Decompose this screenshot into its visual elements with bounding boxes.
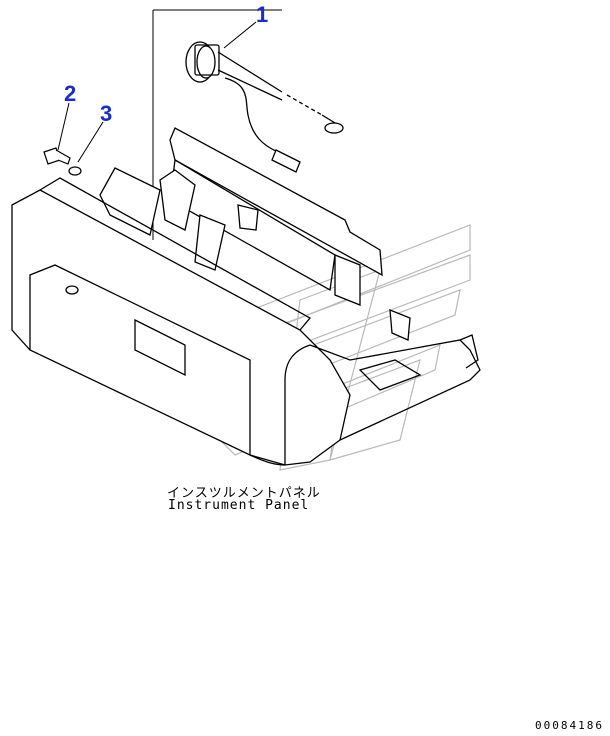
callout-1: 1 bbox=[256, 2, 268, 27]
connector-harness bbox=[185, 41, 344, 173]
washer-part bbox=[68, 166, 82, 176]
caption-english: Instrument Panel bbox=[168, 498, 310, 513]
bolt-part bbox=[43, 147, 71, 165]
callout-2: 2 bbox=[64, 81, 76, 106]
callout-3: 3 bbox=[100, 101, 112, 126]
drawing-code: 00084186 bbox=[535, 719, 604, 732]
caption-japanese: インスツルメントパネル bbox=[167, 486, 321, 501]
instrument-panel bbox=[11, 127, 481, 466]
